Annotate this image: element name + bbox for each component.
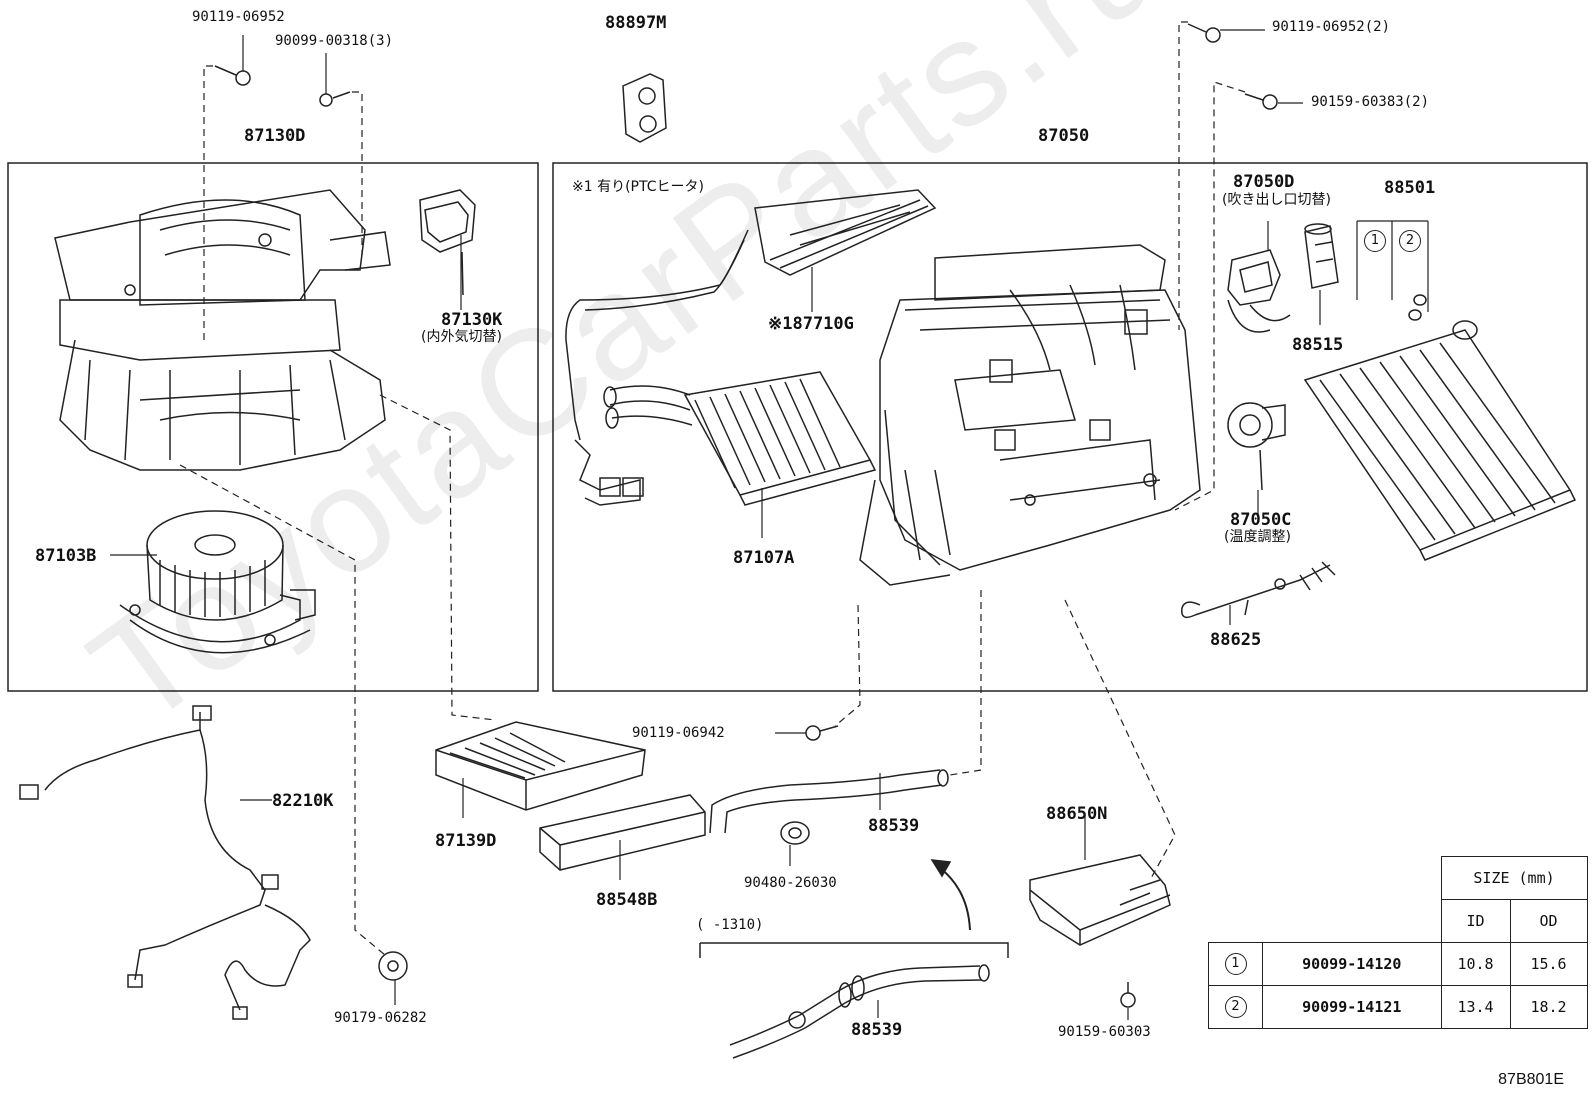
label-88539-lower: 88539 — [851, 1020, 903, 1040]
col-od-header: OD — [1509, 899, 1588, 943]
sensor-88625-drawing — [1181, 561, 1336, 619]
label-87130K-desc: (内外気切替) — [421, 329, 502, 345]
label-87130K: 87130K — [441, 310, 503, 330]
row-mark: 2 — [1224, 996, 1247, 1018]
curved-arrow — [939, 867, 971, 931]
circle-marker-2: 2 — [1399, 230, 1421, 252]
circle-marker-1: 1 — [1364, 230, 1386, 252]
table-blank — [1209, 900, 1263, 943]
label-87050C-desc: (温度調整) — [1224, 529, 1291, 545]
actuator-87130K-drawing — [419, 189, 476, 296]
label-88501: 88501 — [1384, 178, 1436, 198]
label-90480-26030: 90480-26030 — [744, 875, 837, 891]
o-ring-1 — [1408, 309, 1422, 321]
label-88650N: 88650N — [1046, 804, 1108, 824]
row-part-number: 90099-14121 — [1262, 985, 1442, 1029]
row-part-number: 90099-14120 — [1262, 942, 1442, 986]
table-row: 1 90099-14120 10.8 15.6 — [1208, 942, 1588, 986]
table-blank — [1209, 857, 1263, 900]
label-87103B: 87103B — [35, 546, 97, 566]
label-90119-06942: 90119-06942 — [632, 725, 725, 741]
row-mark: 1 — [1224, 953, 1247, 975]
row-id: 10.8 — [1440, 942, 1511, 986]
blower-motor-drawing — [119, 510, 316, 654]
size-header: SIZE (mm) — [1440, 856, 1588, 900]
label-88548B: 88548B — [596, 890, 658, 910]
dashed-lines — [179, 21, 1246, 956]
label-82210K: 82210K — [272, 791, 334, 811]
wire-harness-82210K-drawing — [19, 705, 311, 1020]
o-ring-2 — [1413, 294, 1427, 306]
label-90159-60303: 90159-60303 — [1058, 1024, 1151, 1040]
label-87050C: 87050C — [1230, 510, 1292, 530]
label-90159-60383: 90159-60383(2) — [1311, 94, 1430, 110]
hvac-case-drawing — [859, 244, 1201, 586]
o-ring-size-table: SIZE (mm) ID OD 1 90099-14120 10.8 15.6 … — [1208, 856, 1588, 1029]
ecu-88650N-drawing — [1029, 854, 1171, 946]
expansion-valve-drawing — [1304, 223, 1339, 289]
actuator-87050C-drawing — [1227, 402, 1286, 491]
label-87139D: 87139D — [435, 831, 497, 851]
label-88897M: 88897M — [605, 13, 667, 33]
label-87050D: 87050D — [1233, 172, 1295, 192]
label-87050D-desc: (吹き出し口切替) — [1222, 192, 1331, 208]
grommet-88897M-drawing — [622, 73, 667, 143]
leader-lines — [110, 29, 1429, 1020]
table-blank — [1263, 900, 1442, 943]
drain-hose-88539-b-drawing — [699, 942, 1009, 1059]
row-id: 13.4 — [1440, 985, 1511, 1029]
drawing-id: 87B801E — [1498, 1071, 1564, 1088]
label-87107A: 87107A — [733, 548, 795, 568]
label-87710G: ※187710G — [768, 314, 854, 334]
label-88625: 88625 — [1210, 630, 1262, 650]
row-mark-cell: 1 — [1208, 942, 1263, 986]
col-id-header: ID — [1440, 899, 1511, 943]
table-blank — [1263, 857, 1442, 900]
frame-87050 — [552, 162, 1588, 692]
label-90099-00318: 90099-00318(3) — [275, 33, 394, 49]
row-od: 15.6 — [1509, 942, 1588, 986]
heater-core-drawing — [603, 371, 877, 506]
label-90179-06282: 90179-06282 — [334, 1010, 427, 1026]
label-88539-upper: 88539 — [868, 816, 920, 836]
actuator-87050D-drawing — [1227, 249, 1291, 333]
frame-87130D — [7, 162, 539, 692]
blower-case-drawing — [54, 189, 391, 471]
row-od: 18.2 — [1509, 985, 1588, 1029]
ptc-heater-drawing — [565, 189, 937, 506]
label-87050: 87050 — [1038, 126, 1090, 146]
range-note: ( -1310) — [696, 917, 764, 933]
label-87130D: 87130D — [244, 126, 306, 146]
filter-87139D-drawing — [435, 721, 646, 811]
ptc-heater-note: ※1 有り(PTCヒータ) — [572, 179, 704, 195]
row-mark-cell: 2 — [1208, 985, 1263, 1029]
evaporator-drawing — [1303, 320, 1577, 561]
label-88515: 88515 — [1292, 335, 1344, 355]
label-90119-06952: 90119-06952 — [192, 9, 285, 25]
label-90119-06952-2: 90119-06952(2) — [1272, 19, 1391, 35]
table-row: 2 90099-14121 13.4 18.2 — [1208, 985, 1588, 1029]
filter-cover-88548B-drawing — [539, 794, 706, 871]
